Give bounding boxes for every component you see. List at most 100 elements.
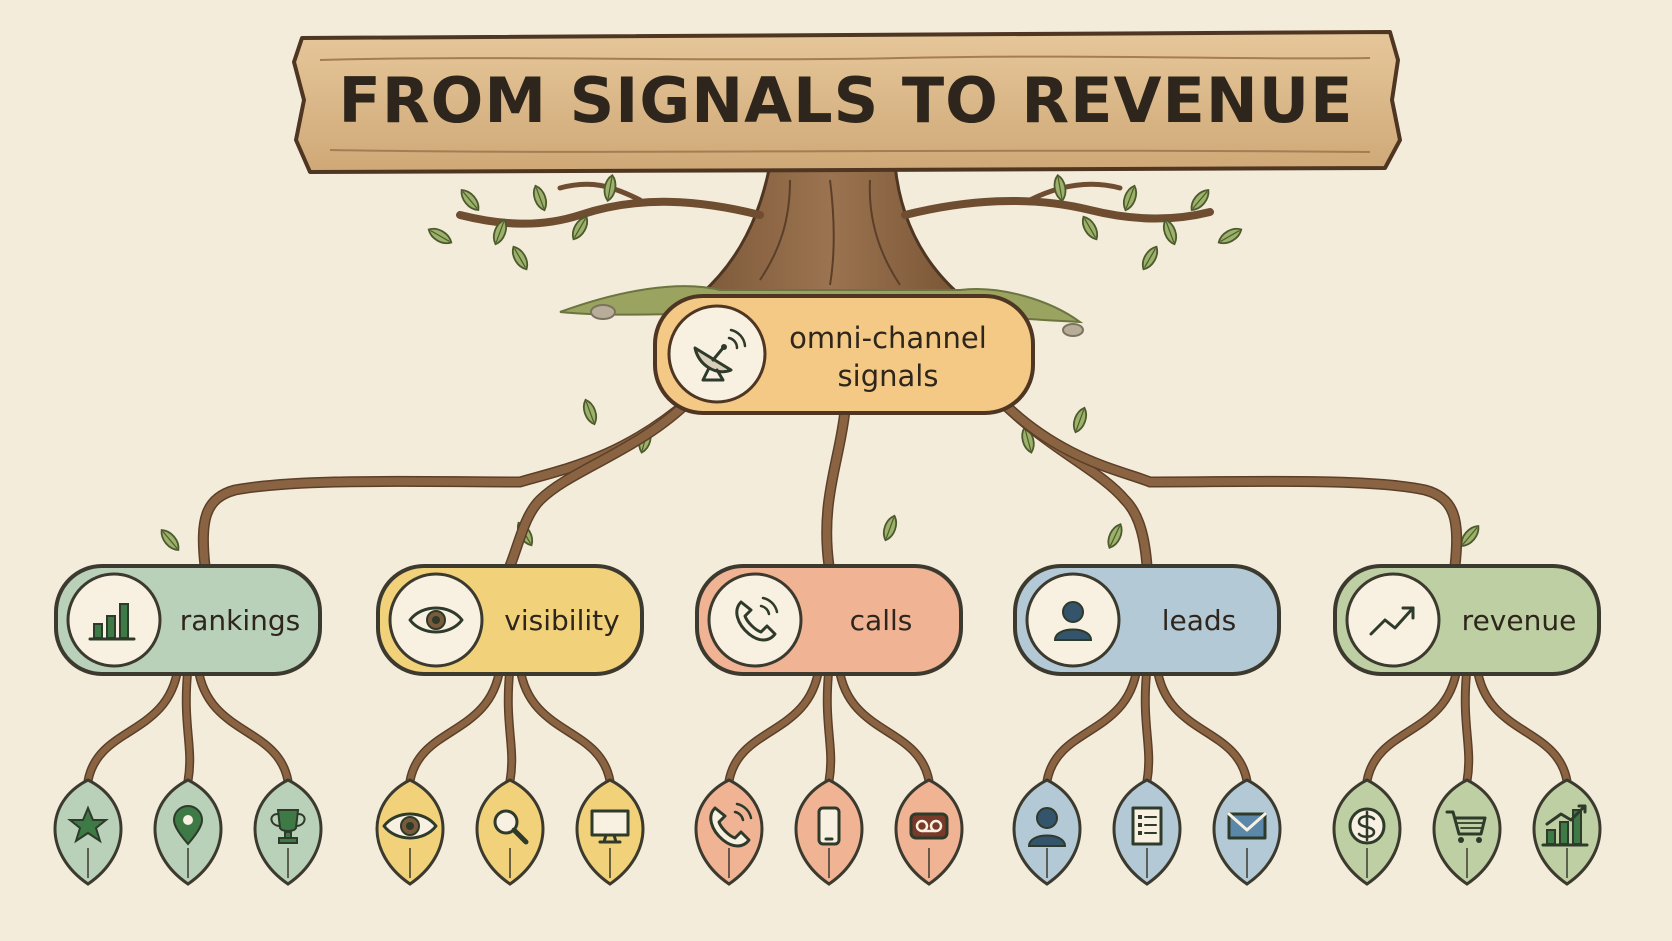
- category-node-revenue[interactable]: revenue: [1333, 564, 1601, 676]
- leaf-calls-smartphone-icon[interactable]: [794, 778, 864, 886]
- branch-root-to-rankings-inner: [199, 396, 694, 570]
- category-node-calls[interactable]: calls: [695, 564, 963, 676]
- leaf-visibility-eye-icon[interactable]: [375, 778, 445, 886]
- root-node-omni-channel-signals[interactable]: omni-channel signals: [653, 294, 1035, 415]
- decor-leaf-2: [532, 184, 548, 212]
- decor-leaf-9: [1122, 184, 1138, 212]
- category-label-rankings: rankings: [180, 604, 301, 637]
- decor-leaf-3: [571, 215, 589, 241]
- decor-leaf-20: [1107, 523, 1123, 549]
- branch-root-to-visibility-inner: [506, 396, 694, 570]
- category-label-visibility: visibility: [504, 604, 619, 637]
- branch-root-to-calls-inner: [822, 406, 849, 570]
- leaf-visibility-monitor-icon[interactable]: [575, 778, 645, 886]
- branch-calls-right: [834, 663, 934, 786]
- branch-leads-right: [1152, 663, 1252, 786]
- calls-icon-badge: [707, 572, 803, 668]
- envelope-icon: [1227, 812, 1267, 840]
- leaf-rankings-star-icon[interactable]: [53, 778, 123, 886]
- leaf-rankings-map-pin-icon[interactable]: [153, 778, 223, 886]
- monitor-icon: [590, 809, 630, 844]
- diagram-title: FROM SIGNALS TO REVENUE: [339, 64, 1354, 137]
- branch-rankings-left-inner: [85, 665, 181, 784]
- dollar-coin-icon: [1348, 807, 1386, 845]
- leaf-revenue-dollar-coin-icon[interactable]: [1332, 778, 1402, 886]
- branch-revenue-left: [1362, 663, 1462, 786]
- root-label-line2: signals: [838, 359, 939, 393]
- decor-leaf-1: [492, 218, 508, 246]
- decor-leaf-21: [160, 529, 180, 551]
- branch-calls-right-inner: [836, 665, 932, 784]
- branch-revenue-right: [1472, 663, 1572, 786]
- category-label-revenue: revenue: [1462, 604, 1577, 637]
- decor-leaf-0: [460, 189, 480, 211]
- branch-leads-right-inner: [1154, 665, 1250, 784]
- branch-visibility-left: [405, 663, 505, 786]
- branch-visibility-center-inner: [505, 665, 515, 784]
- decor-leaf-19: [882, 514, 898, 542]
- phone-icon: [735, 596, 779, 642]
- branch-revenue-right-inner: [1474, 665, 1570, 784]
- upper-leaves: [160, 173, 1480, 551]
- branch-rankings-right: [193, 663, 293, 786]
- leaf-rankings-trophy-icon[interactable]: [253, 778, 323, 886]
- bar-chart-icon: [88, 603, 136, 641]
- leaf-visibility-magnifier-icon[interactable]: [475, 778, 545, 886]
- branch-visibility-right-inner: [517, 665, 613, 784]
- category-nodes: rankings visibility calls leads revenue: [53, 564, 1602, 886]
- branch-leads-left: [1042, 663, 1142, 786]
- decor-leaf-8: [1162, 218, 1178, 246]
- root-label-line1: omni-channel: [789, 321, 987, 355]
- leaf-leads-person-icon[interactable]: [1012, 778, 1082, 886]
- branch-visibility-left-inner: [407, 665, 503, 784]
- branch-visibility-right: [515, 663, 615, 786]
- decor-leaf-6: [511, 245, 529, 271]
- magnifier-icon: [493, 809, 529, 845]
- category-label-leads: leads: [1162, 604, 1237, 637]
- map-pin-icon: [172, 805, 204, 846]
- leaf-revenue-growth-chart-icon[interactable]: [1532, 778, 1602, 886]
- decor-leaf-11: [1217, 227, 1243, 245]
- leaf-calls-voicemail-icon[interactable]: [894, 778, 964, 886]
- decor-leaf-7: [1190, 189, 1210, 211]
- branch-leads-left-inner: [1044, 665, 1140, 784]
- smartphone-icon: [817, 806, 841, 846]
- shopping-cart-icon: [1445, 810, 1487, 843]
- form-icon: [1131, 806, 1163, 846]
- branch-revenue-center-inner: [1462, 665, 1472, 784]
- growth-chart-icon: [1541, 804, 1589, 847]
- root-branches: [197, 394, 1463, 572]
- voicemail-icon: [909, 812, 949, 840]
- title-board: FROM SIGNALS TO REVENUE: [292, 30, 1402, 174]
- branch-revenue-left-inner: [1364, 665, 1460, 784]
- category-label-calls: calls: [850, 604, 913, 637]
- leaf-revenue-shopping-cart-icon[interactable]: [1432, 778, 1502, 886]
- eye-icon: [382, 812, 438, 840]
- decor-leaf-13: [1141, 245, 1159, 271]
- branch-leads-center-inner: [1142, 665, 1152, 784]
- decor-leaf-10: [1081, 215, 1099, 241]
- revenue-icon-badge: [1345, 572, 1441, 668]
- trend-up-icon: [1369, 606, 1415, 636]
- branch-rankings-center-inner: [183, 665, 193, 784]
- decor-leaf-4: [427, 227, 453, 245]
- leaf-leads-form-icon[interactable]: [1112, 778, 1182, 886]
- branch-rankings-left: [83, 663, 183, 786]
- phone-icon: [709, 802, 753, 848]
- leaf-calls-phone-icon[interactable]: [694, 778, 764, 886]
- branch-calls-left-inner: [726, 665, 822, 784]
- branch-rankings-right-inner: [195, 665, 291, 784]
- branch-calls-left: [724, 663, 824, 786]
- decor-leaf-17: [1072, 406, 1088, 434]
- person-icon: [1053, 601, 1093, 641]
- category-node-leads[interactable]: leads: [1013, 564, 1281, 676]
- decor-leaf-12: [1053, 173, 1067, 203]
- branch-calls-center-inner: [824, 665, 834, 784]
- leaf-leads-envelope-icon[interactable]: [1212, 778, 1282, 886]
- eye-icon: [408, 606, 464, 634]
- category-node-rankings[interactable]: rankings: [54, 564, 322, 676]
- person-icon: [1027, 807, 1067, 847]
- branch-root-to-revenue-inner: [996, 396, 1461, 570]
- category-node-visibility[interactable]: visibility: [376, 564, 644, 676]
